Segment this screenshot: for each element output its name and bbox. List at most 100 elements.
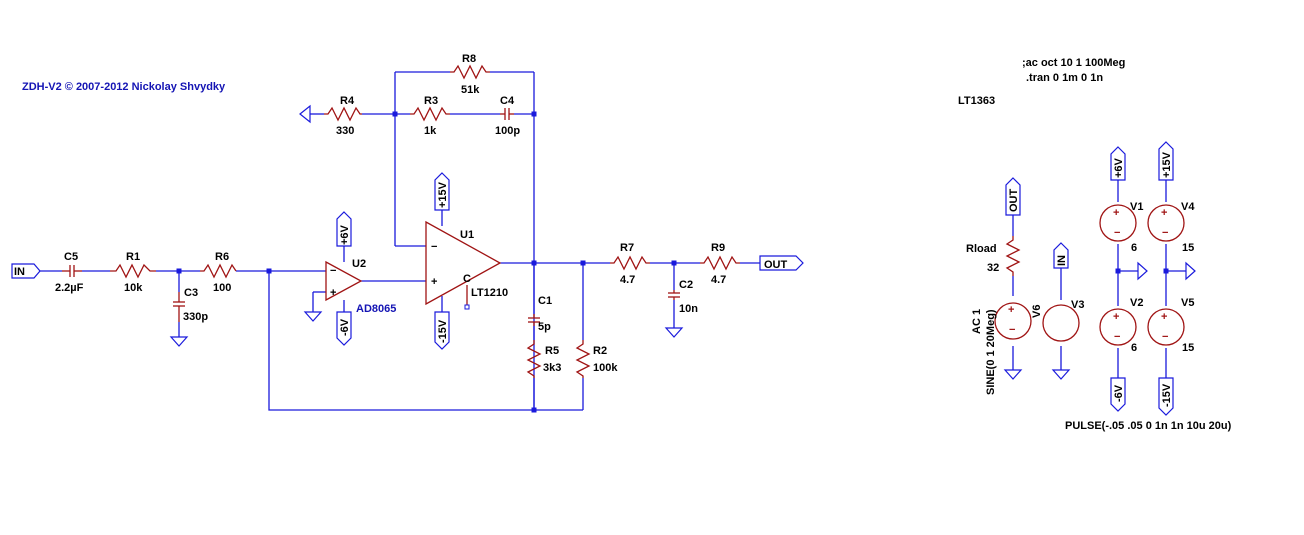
u1-c-pin-label: C bbox=[463, 273, 471, 285]
svg-text:−: − bbox=[1162, 331, 1168, 343]
net-label-n15-v5: -15V bbox=[1158, 377, 1174, 416]
v3-ref: V3 bbox=[1071, 299, 1084, 311]
resistor-r4[interactable]: R4 330 bbox=[324, 95, 362, 137]
u2-ref: U2 bbox=[352, 258, 366, 270]
svg-text:−: − bbox=[1009, 324, 1015, 336]
schematic-title: ZDH-V2 © 2007-2012 Nickolay Shvydky bbox=[22, 81, 226, 93]
capacitor-c3[interactable]: C3 330p bbox=[173, 287, 208, 323]
r9-ref: R9 bbox=[711, 242, 725, 254]
opamp-u1[interactable]: − + C U1 LT1210 bbox=[425, 220, 508, 310]
r4-ref: R4 bbox=[340, 95, 355, 107]
svg-text:+: + bbox=[431, 276, 437, 288]
resistor-r2[interactable]: R2 100k bbox=[575, 340, 618, 378]
r9-value: 4.7 bbox=[711, 274, 726, 286]
r8-ref: R8 bbox=[462, 53, 476, 65]
source-v5[interactable]: + − V5 15 bbox=[1147, 297, 1194, 354]
resistor-r7[interactable]: R7 4.7 bbox=[610, 242, 650, 286]
r8-value: 51k bbox=[461, 84, 480, 96]
tran-directive: .tran 0 1m 0 1n bbox=[1026, 72, 1103, 84]
capacitor-c2[interactable]: C2 10n bbox=[668, 279, 698, 315]
c4-value: 100p bbox=[495, 125, 520, 137]
resistor-r9[interactable]: R9 4.7 bbox=[700, 242, 740, 286]
svg-text:+15V: +15V bbox=[1161, 151, 1173, 178]
resistor-r3[interactable]: R3 1k bbox=[410, 95, 450, 137]
rload-value: 32 bbox=[987, 262, 999, 274]
svg-text:+: + bbox=[330, 287, 336, 299]
c5-ref: C5 bbox=[64, 251, 78, 263]
r3-ref: R3 bbox=[424, 95, 438, 107]
r7-value: 4.7 bbox=[620, 274, 635, 286]
capacitor-c1[interactable]: C1 5p bbox=[528, 295, 552, 333]
svg-text:+: + bbox=[1008, 304, 1014, 316]
resistor-r1[interactable]: R1 10k bbox=[110, 251, 156, 294]
v2-value: 6 bbox=[1131, 342, 1137, 354]
svg-text:IN: IN bbox=[1056, 255, 1068, 266]
v1-ref: V1 bbox=[1130, 201, 1143, 213]
wires bbox=[40, 71, 1186, 412]
svg-text:+: + bbox=[1161, 207, 1167, 219]
svg-text:−: − bbox=[1114, 331, 1120, 343]
source-v2[interactable]: + − V2 6 bbox=[1099, 297, 1143, 354]
ground-symbols bbox=[169, 261, 1196, 380]
c4-ref: C4 bbox=[500, 95, 515, 107]
model-directive: LT1363 bbox=[958, 95, 995, 107]
c1-ref: C1 bbox=[538, 295, 552, 307]
svg-text:-6V: -6V bbox=[339, 318, 351, 336]
svg-text:+6V: +6V bbox=[339, 224, 351, 245]
r1-ref: R1 bbox=[126, 251, 140, 263]
source-v6[interactable]: + − V6 AC 1 SINE(0 1 20Meg) bbox=[971, 302, 1043, 395]
svg-text:+: + bbox=[1161, 311, 1167, 323]
v5-ref: V5 bbox=[1181, 297, 1194, 309]
net-label-out-rload: OUT bbox=[1005, 177, 1021, 216]
c2-ref: C2 bbox=[679, 279, 693, 291]
net-label-p15-v4: +15V bbox=[1158, 141, 1174, 181]
source-v1[interactable]: + − V1 6 bbox=[1099, 201, 1143, 254]
r7-ref: R7 bbox=[620, 242, 634, 254]
v3-value: PULSE(-.05 .05 0 1n 1n 10u 20u) bbox=[1065, 420, 1232, 432]
svg-text:−: − bbox=[431, 241, 437, 253]
u1-value: LT1210 bbox=[471, 287, 508, 299]
source-v3[interactable]: V3 PULSE(-.05 .05 0 1n 1n 10u 20u) bbox=[1042, 299, 1232, 432]
resistor-rload[interactable]: Rload 32 bbox=[966, 236, 1021, 276]
svg-text:+: + bbox=[1113, 207, 1119, 219]
svg-text:IN: IN bbox=[14, 266, 25, 278]
r4-value: 330 bbox=[336, 125, 354, 137]
source-v4[interactable]: + − V4 15 bbox=[1147, 201, 1195, 254]
u2-value: AD8065 bbox=[356, 303, 396, 315]
resistor-r5[interactable]: R5 3k3 bbox=[526, 340, 561, 378]
v4-value: 15 bbox=[1182, 242, 1194, 254]
svg-text:+15V: +15V bbox=[437, 181, 449, 208]
opamp-u2[interactable]: − + U2 AD8065 bbox=[325, 258, 396, 315]
c1-value: 5p bbox=[538, 321, 551, 333]
net-label-out: OUT bbox=[759, 255, 804, 271]
svg-text:-15V: -15V bbox=[1161, 383, 1173, 407]
ac-directive: ;ac oct 10 1 100Meg bbox=[1022, 57, 1125, 69]
resistor-r6[interactable]: R6 100 bbox=[200, 251, 237, 294]
net-label-n6-v2: -6V bbox=[1110, 377, 1126, 412]
v1-value: 6 bbox=[1131, 242, 1137, 254]
net-arrow-r4 bbox=[299, 104, 311, 124]
r3-value: 1k bbox=[424, 125, 437, 137]
net-label-in-left: IN bbox=[11, 263, 41, 279]
u1-ref: U1 bbox=[460, 229, 474, 241]
net-label-p6-v1: +6V bbox=[1110, 146, 1126, 181]
svg-text:OUT: OUT bbox=[764, 259, 788, 271]
c3-value: 330p bbox=[183, 311, 208, 323]
v5-value: 15 bbox=[1182, 342, 1194, 354]
r2-value: 100k bbox=[593, 362, 618, 374]
svg-text:-6V: -6V bbox=[1113, 384, 1125, 402]
r6-ref: R6 bbox=[215, 251, 229, 263]
svg-text:-15V: -15V bbox=[437, 319, 449, 343]
r1-value: 10k bbox=[124, 282, 143, 294]
r5-ref: R5 bbox=[545, 345, 559, 357]
resistor-r8[interactable]: R8 51k bbox=[450, 53, 490, 96]
net-label-p6-u2: +6V bbox=[336, 211, 352, 247]
capacitor-c4[interactable]: C4 100p bbox=[495, 95, 520, 137]
net-label-p15-u1: +15V bbox=[434, 172, 450, 211]
net-label-n6-u2: -6V bbox=[336, 311, 352, 346]
svg-text:−: − bbox=[330, 265, 336, 277]
svg-text:+6V: +6V bbox=[1113, 157, 1125, 178]
capacitor-c5[interactable]: C5 2.2µF bbox=[55, 251, 84, 294]
rload-ref: Rload bbox=[966, 243, 997, 255]
